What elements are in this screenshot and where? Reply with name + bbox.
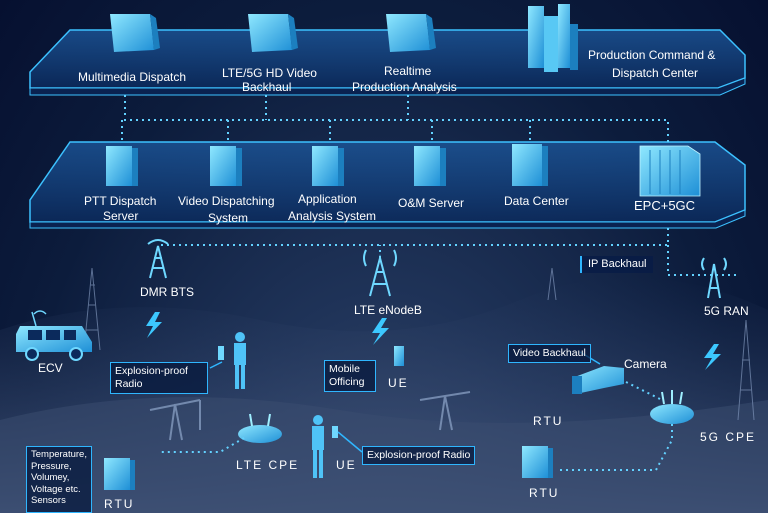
worker-icon bbox=[312, 415, 324, 478]
dmr-bts-label: DMR BTS bbox=[140, 285, 194, 299]
5g-ran-tower-icon bbox=[701, 257, 727, 299]
lte-tower-icon bbox=[363, 249, 397, 297]
om-server-icon bbox=[414, 146, 446, 186]
explosion-radio-callout: Explosion-proof Radio bbox=[362, 446, 476, 465]
video-dispatch-server-icon bbox=[210, 146, 242, 186]
realtime-label-2: Production Analysis bbox=[352, 80, 457, 94]
5g-cpe-icon bbox=[650, 390, 694, 424]
explosion-radio-callout: Explosion-proof Radio bbox=[110, 362, 208, 394]
production-analysis-icon bbox=[386, 14, 436, 52]
realtime-label-1: Realtime bbox=[384, 64, 432, 78]
callout-line-5: Sensors bbox=[31, 495, 66, 506]
ptt-label-2: Server bbox=[103, 209, 139, 223]
rtu-label: RTU bbox=[533, 414, 564, 428]
ip-backhaul-label: IP Backhaul bbox=[580, 256, 653, 273]
ecv-vehicle-icon bbox=[16, 310, 92, 361]
pumpjack-icon bbox=[149, 391, 471, 441]
callout-line-1: Temperature, bbox=[31, 449, 87, 460]
lte-video-label-2: Backhaul bbox=[242, 80, 292, 94]
callout-line-2: Radio bbox=[115, 378, 143, 390]
5g-ran-label: 5G RAN bbox=[704, 304, 749, 318]
analysis-server-icon bbox=[312, 146, 344, 186]
cpe-link bbox=[160, 437, 245, 453]
ecv-label: ECV bbox=[38, 361, 63, 375]
epc-label: EPC+5GC bbox=[634, 198, 696, 213]
callout-line bbox=[337, 431, 363, 453]
callout-line-3: Volumey, bbox=[31, 472, 70, 483]
callout-line-1: Explosion-proof bbox=[115, 365, 188, 377]
data-center-label: Data Center bbox=[504, 194, 569, 208]
rtu-box-icon bbox=[104, 458, 135, 490]
wireless-signal-icon bbox=[704, 344, 721, 370]
video-backhaul-icon bbox=[248, 14, 298, 52]
callout-line-1: Mobile bbox=[329, 363, 360, 375]
ue-label: UE bbox=[336, 458, 357, 472]
wireless-signal-icon bbox=[146, 312, 162, 338]
ue-label: UE bbox=[388, 376, 409, 390]
ptt-server-icon bbox=[106, 146, 138, 186]
video-dispatch-label-1: Video Dispatching bbox=[178, 194, 275, 208]
radio-device-icon bbox=[332, 426, 338, 438]
camera-icon bbox=[572, 366, 624, 394]
5g-cpe-label: 5G CPE bbox=[700, 430, 757, 444]
om-server-label: O&M Server bbox=[398, 196, 465, 210]
cpe-link bbox=[560, 424, 673, 471]
camera-link bbox=[625, 381, 663, 401]
data-center-icon bbox=[512, 144, 548, 186]
lte-enodeb-label: LTE eNodeB bbox=[354, 303, 422, 317]
wireless-signal-icon bbox=[372, 318, 389, 345]
rtu-label: RTU bbox=[529, 486, 560, 500]
rtu-label: RTU bbox=[104, 497, 135, 511]
lte-video-label-1: LTE/5G HD Video bbox=[222, 66, 317, 80]
callout-line bbox=[209, 361, 223, 369]
mobile-officing-callout: Mobile Officing bbox=[324, 360, 376, 392]
radio-device-icon bbox=[218, 346, 224, 360]
multimedia-dispatch-label: Multimedia Dispatch bbox=[78, 70, 187, 84]
dmr-tower-icon bbox=[147, 239, 169, 279]
callout-line-2: Pressure, bbox=[31, 460, 72, 472]
callout-line-4: Voltage etc. bbox=[31, 483, 81, 495]
ptt-label-1: PTT Dispatch bbox=[84, 194, 157, 208]
camera-label: Camera bbox=[624, 357, 667, 371]
multimedia-dispatch-icon bbox=[110, 14, 160, 52]
app-analysis-label-1: Application bbox=[298, 192, 357, 206]
lte-cpe-icon bbox=[238, 413, 282, 443]
lte-cpe-label: LTE CPE bbox=[236, 458, 300, 472]
derrick-icon bbox=[83, 267, 755, 421]
command-center-building-icon bbox=[528, 4, 578, 72]
video-dispatch-label-2: System bbox=[208, 211, 249, 225]
center-label-2: Dispatch Center bbox=[612, 66, 699, 80]
worker-icon bbox=[234, 332, 246, 389]
epc-cabinet-icon bbox=[639, 145, 701, 197]
callout-line-2: Officing bbox=[329, 376, 365, 388]
center-label-1: Production Command & bbox=[588, 48, 716, 62]
app-analysis-label-2: Analysis System bbox=[288, 209, 377, 223]
sensors-callout: Temperature, Pressure, Volumey, Voltage … bbox=[26, 446, 92, 513]
video-backhaul-callout: Video Backhaul bbox=[508, 344, 591, 363]
ue-tablet-icon bbox=[394, 346, 404, 366]
rtu-box-icon bbox=[522, 446, 553, 478]
